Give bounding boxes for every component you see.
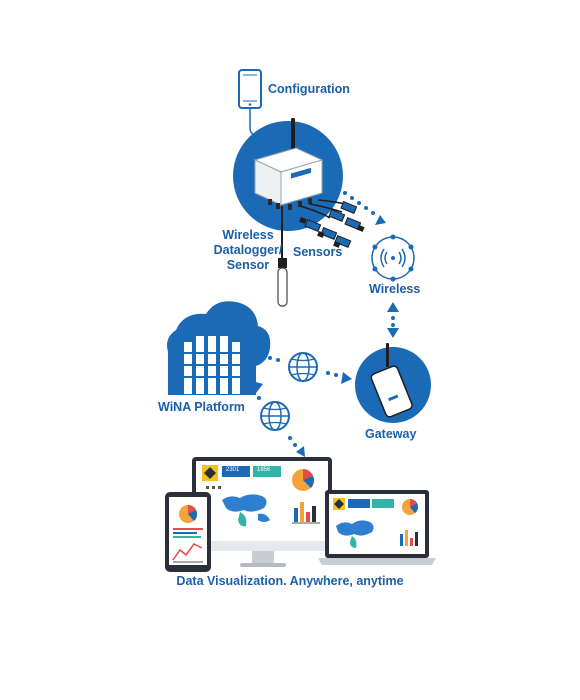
probe-sensor-icon (277, 206, 288, 307)
smartphone-icon (238, 69, 262, 109)
sensor-cluster-icon (299, 199, 365, 248)
gateway-label: Gateway (365, 427, 417, 441)
datalogger-label-line1: Wireless (222, 228, 274, 242)
caption: Data Visualization. Anywhere, anytime (176, 574, 404, 588)
configuration-label: Configuration (268, 82, 350, 96)
cloud-gateway-link (252, 349, 352, 384)
devices-dashboard-icon (165, 457, 436, 572)
dashboard-tile-a: 2301 (226, 467, 240, 473)
wireless-gateway-link (387, 302, 399, 338)
datalogger-box-icon (233, 118, 343, 231)
gateway-router-icon (355, 343, 431, 423)
sensors-label: Sensors (293, 245, 343, 259)
wireless-label: Wireless (369, 282, 421, 296)
datalogger-wireless-link (331, 183, 386, 225)
globe-icon (288, 352, 318, 382)
cloud-server-icon (167, 301, 271, 395)
cloud-devices-link (252, 381, 305, 457)
datalogger-label-line3: Sensor (226, 258, 270, 272)
datalogger-label-line2: Datalogger/ (213, 243, 283, 257)
wireless-nfc-icon (371, 234, 415, 282)
wina-platform-label: WiNA Platform (158, 400, 245, 414)
dashboard-tile-b: 1856 (257, 467, 271, 473)
globe-icon (260, 401, 290, 431)
